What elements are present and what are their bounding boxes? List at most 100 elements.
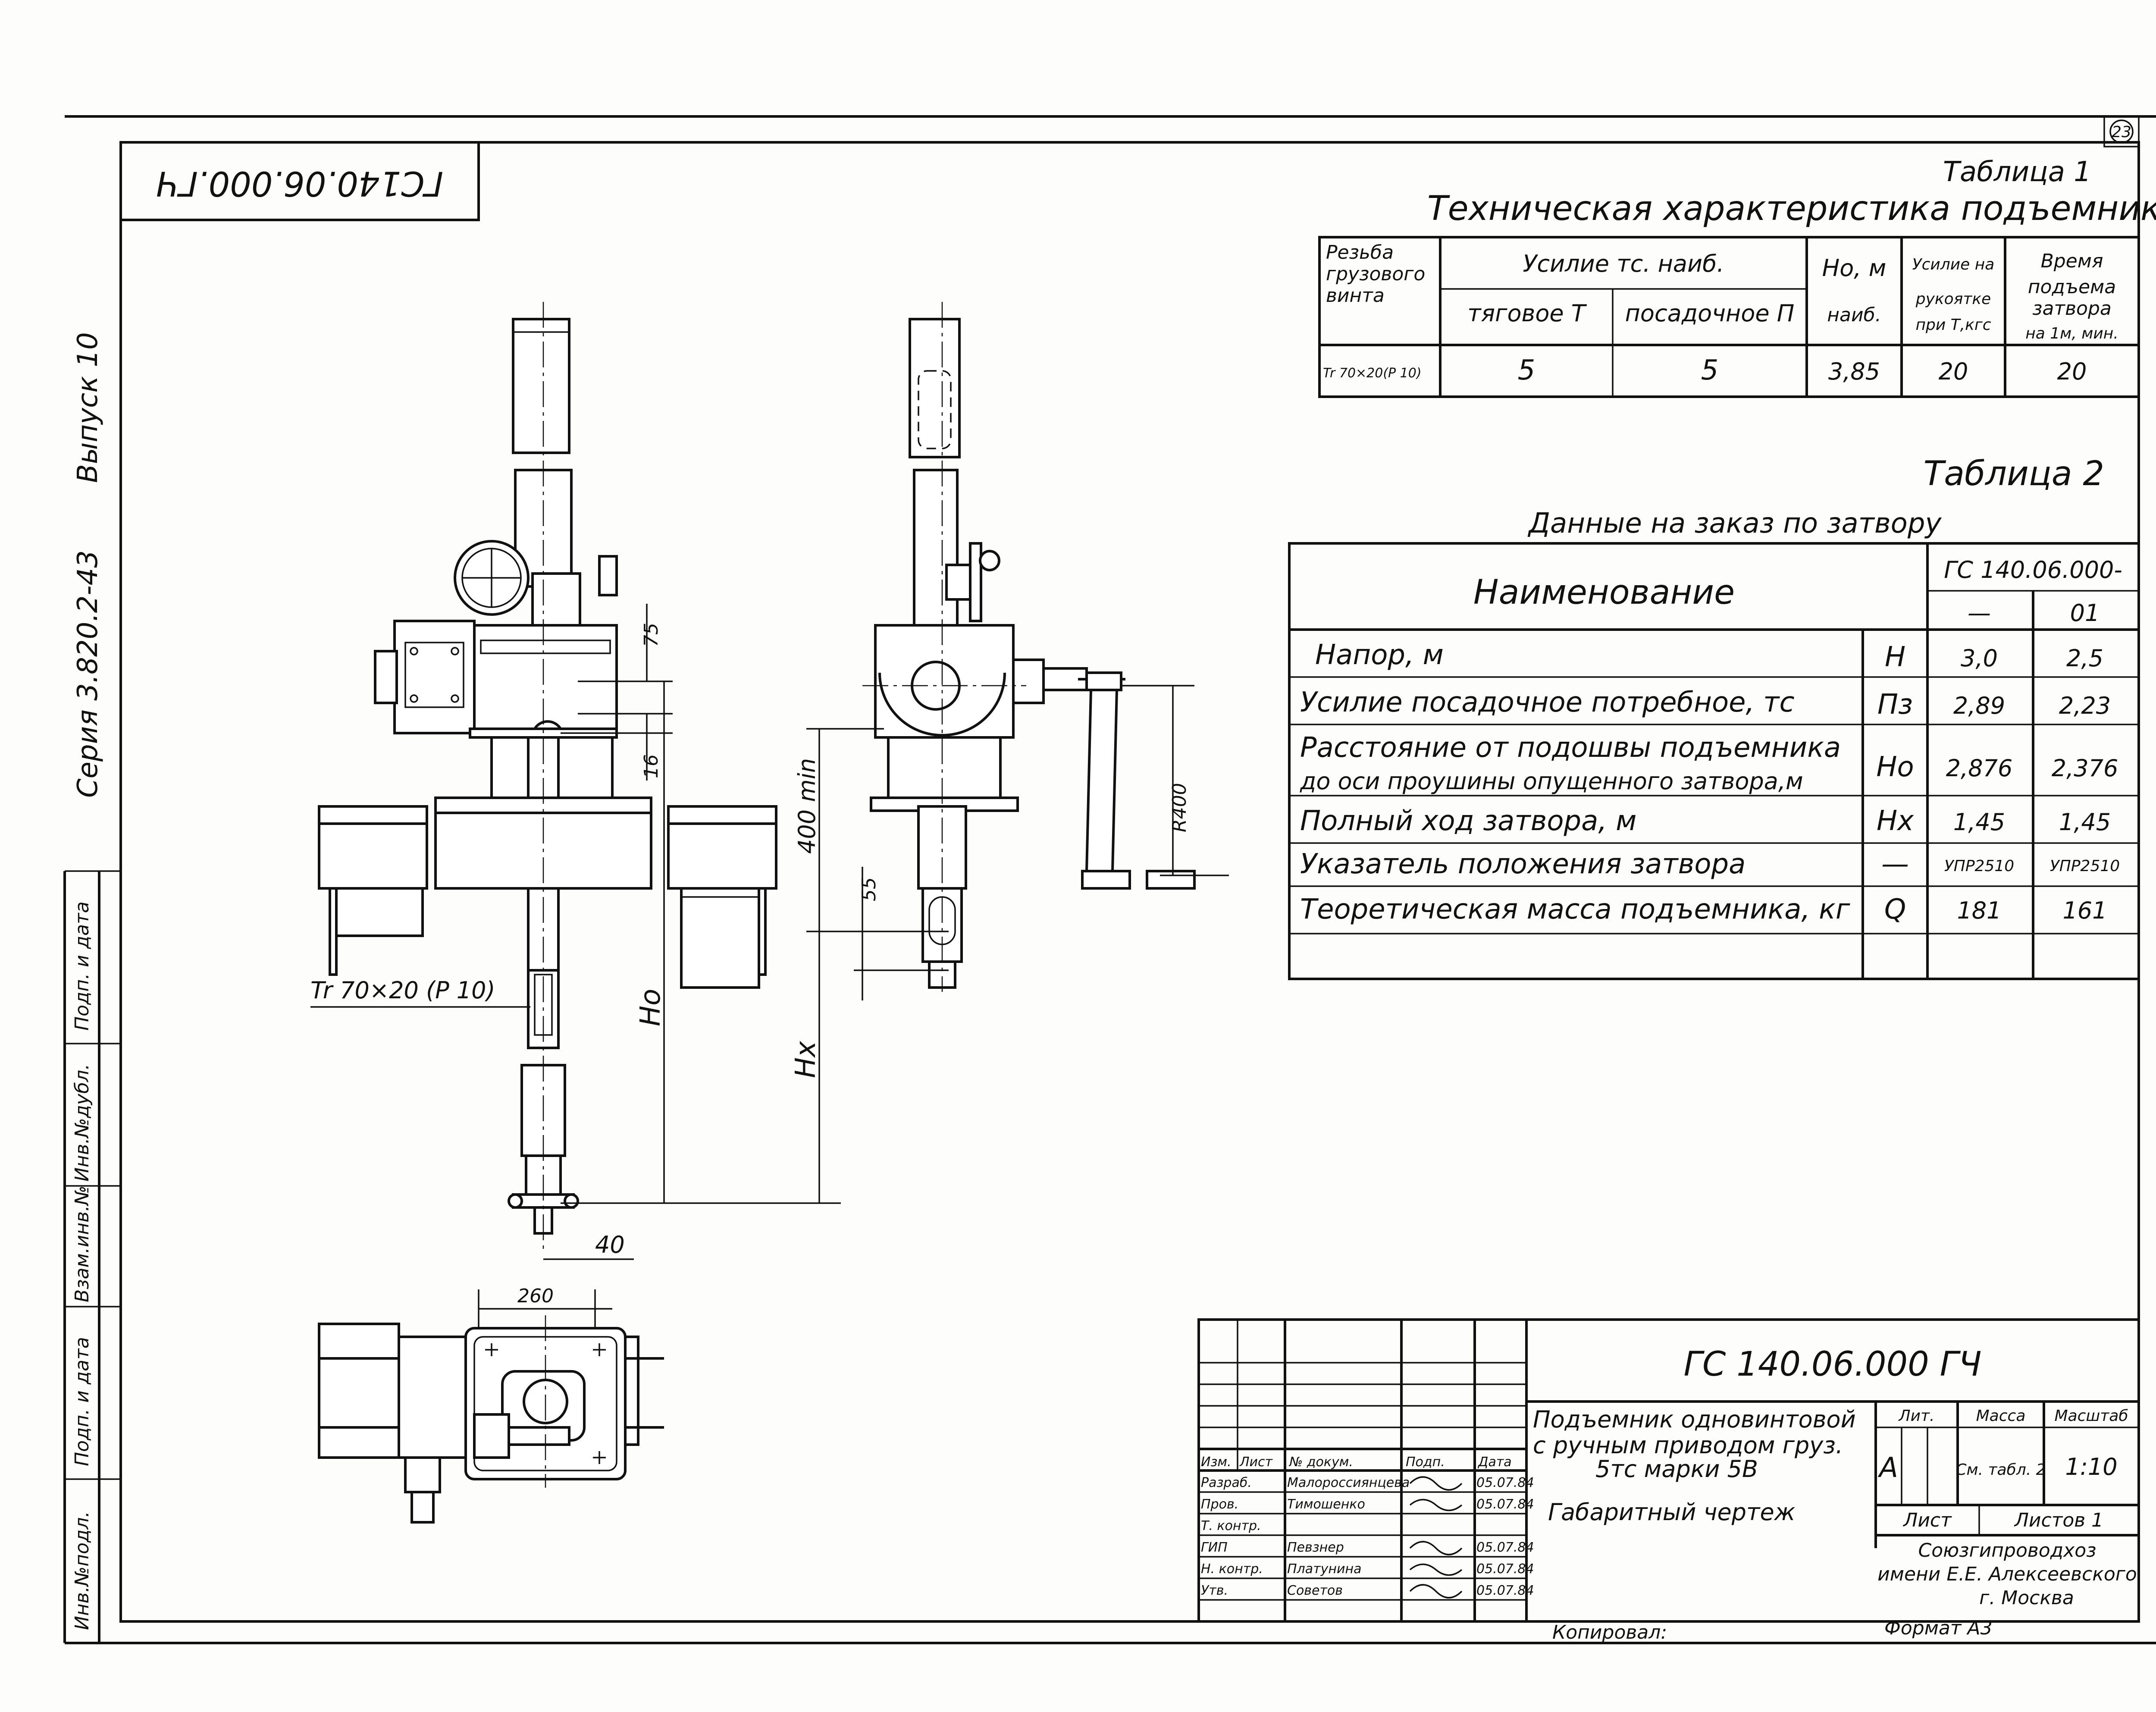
page-number-box xyxy=(2103,116,2140,147)
tb-lit: А xyxy=(1877,1452,1898,1484)
t2-row-name: Полный ход затвора, м xyxy=(1300,805,1636,837)
signature-scribbles xyxy=(1409,1476,1463,1599)
t2-row-sym: Hо xyxy=(1876,751,1914,783)
tb-name-line: Подъемник одновинтовой xyxy=(1533,1406,1856,1433)
table1-caption: Таблица 1 xyxy=(1943,156,2091,188)
t2-row-sym: H xyxy=(1885,641,1905,673)
dim-r400: R400 xyxy=(1169,783,1191,832)
tb-sheets-label: Листов 1 xyxy=(2014,1509,2103,1531)
inverted-code: ГС140.06.000.ГЧ xyxy=(156,164,443,203)
tb-name-line: с ручным приводом груз. xyxy=(1533,1432,1843,1459)
table2-title: Данные на заказ по затвору xyxy=(1527,508,1942,539)
t2-row-sym: — xyxy=(1881,848,1909,880)
inverted-code-box xyxy=(119,141,480,221)
tb-person: Певзнер xyxy=(1287,1540,1344,1555)
side-col-label: Подп. и дата xyxy=(71,901,93,1031)
t1-cell-handle: 20 xyxy=(1939,358,1968,385)
t2-row-name: Теоретическая масса подъемника, кг xyxy=(1300,894,1850,925)
t2-row-v1: УПР2510 xyxy=(1944,857,2014,875)
t1-head-h0-sub: наиб. xyxy=(1827,304,1881,326)
table1-grid xyxy=(1318,236,2140,398)
t2-row-v2: 2,5 xyxy=(2066,645,2103,672)
t1-head-thread: грузового xyxy=(1326,263,1425,285)
t1-head-thread: винта xyxy=(1326,285,1385,307)
dim-16: 16 xyxy=(640,754,662,778)
t2-row-name: Усилие посадочное потребное, тс xyxy=(1300,687,1795,718)
tb-org: имени Е.Е. Алексеевского xyxy=(1877,1563,2137,1585)
dimension-lines xyxy=(310,604,1229,1328)
tb-person: Платунина xyxy=(1287,1561,1361,1577)
front-view xyxy=(318,302,777,1251)
tb-role: Разраб. xyxy=(1201,1475,1252,1490)
tb-date: 05.07.84 xyxy=(1476,1561,1534,1577)
table1-title: Техническая характеристика подъемника xyxy=(1427,189,2156,228)
tb-date: 05.07.84 xyxy=(1476,1475,1534,1490)
t1-head-time: подъема xyxy=(2028,276,2116,298)
tb-col-header: Подп. xyxy=(1406,1455,1445,1470)
t2-variant: — xyxy=(1968,599,1991,627)
table2-grid xyxy=(1288,542,2140,980)
tb-org: г. Москва xyxy=(1979,1587,2074,1609)
t1-cell-h0: 3,85 xyxy=(1828,358,1880,385)
issue-label: Выпуск 10 xyxy=(72,332,104,483)
t1-head-landing: посадочное П xyxy=(1625,300,1795,327)
t2-row-v2: 2,376 xyxy=(2052,755,2118,782)
side-view xyxy=(862,302,1196,992)
t1-cell-time: 20 xyxy=(2057,358,2087,385)
series-label: Серия 3.820.2-43 xyxy=(72,550,104,798)
t1-head-time: на 1м, мин. xyxy=(2025,325,2118,342)
tb-sheet-label: Лист xyxy=(1902,1509,1952,1531)
tb-scale-label: Масштаб xyxy=(2054,1407,2128,1425)
t2-row-v1: 2,876 xyxy=(1946,755,2013,782)
page-number-circle xyxy=(2109,119,2134,144)
t2-row-v2: УПР2510 xyxy=(2050,857,2120,875)
tb-role: ГИП xyxy=(1201,1540,1228,1555)
title-block-grid xyxy=(1197,1318,2140,1623)
t1-cell-landing: 5 xyxy=(1701,354,1719,386)
t2-row-sym: Hх xyxy=(1877,805,1914,837)
tb-role: Утв. xyxy=(1201,1583,1228,1598)
dim-40: 40 xyxy=(595,1231,625,1258)
dim-thread: Tr 70×20 (P 10) xyxy=(310,977,495,1004)
dim-260: 260 xyxy=(517,1285,554,1307)
side-col-label: Подп. и дата xyxy=(71,1337,93,1466)
tb-date: 05.07.84 xyxy=(1476,1540,1534,1555)
dim-h0: Hо xyxy=(635,989,667,1026)
t2-row-name: Напор, м xyxy=(1315,639,1444,671)
table2-caption: Таблица 2 xyxy=(1924,455,2104,493)
t1-head-handle: при Т,кгс xyxy=(1915,316,1991,334)
tb-role: Пров. xyxy=(1201,1497,1238,1512)
tb-lit-label: Лит. xyxy=(1898,1407,1935,1425)
tb-date: 05.07.84 xyxy=(1476,1583,1534,1598)
t1-head-thread: Резьба xyxy=(1326,241,1394,263)
tb-designation: ГС 140.06.000 ГЧ xyxy=(1683,1345,1981,1384)
dim-400min: 400 min xyxy=(793,758,821,854)
t2-row-v2: 161 xyxy=(2062,897,2107,924)
t1-head-time: Время xyxy=(2041,250,2103,272)
dim-55: 55 xyxy=(858,877,880,901)
side-col-label: Взам.инв.№ xyxy=(71,1185,93,1302)
tb-scale: 1:10 xyxy=(2065,1453,2117,1480)
t2-row-name: Расстояние от подошвы подъемника xyxy=(1300,732,1841,764)
tb-date: 05.07.84 xyxy=(1476,1497,1534,1512)
tb-col-header: Дата xyxy=(1477,1455,1512,1470)
tb-col-header: № докум. xyxy=(1288,1455,1353,1470)
t2-row-v2: 2,23 xyxy=(2059,692,2111,719)
t2-row-v1: 181 xyxy=(1957,897,2001,924)
t2-row-v1: 1,45 xyxy=(1953,809,2005,836)
t2-row-v1: 3,0 xyxy=(1961,645,1998,672)
t1-head-force: Усилие тс. наиб. xyxy=(1523,250,1724,277)
t1-head-handle: рукоятке xyxy=(1915,290,1991,308)
t2-row-sym: Пз xyxy=(1877,689,1913,721)
t2-row-v2: 1,45 xyxy=(2059,809,2111,836)
plan-view xyxy=(318,1315,664,1524)
t1-head-traction: тяговое Т xyxy=(1467,300,1587,327)
page-number: 23 xyxy=(2112,123,2131,141)
tb-org: Союзгипроводхоз xyxy=(1918,1540,2096,1561)
t2-head-code: ГС 140.06.000- xyxy=(1944,556,2122,583)
copied-label: Копировал: xyxy=(1552,1621,1667,1643)
t1-cell-traction: 5 xyxy=(1518,354,1536,386)
tb-mass-label: Масса xyxy=(1976,1407,2026,1425)
